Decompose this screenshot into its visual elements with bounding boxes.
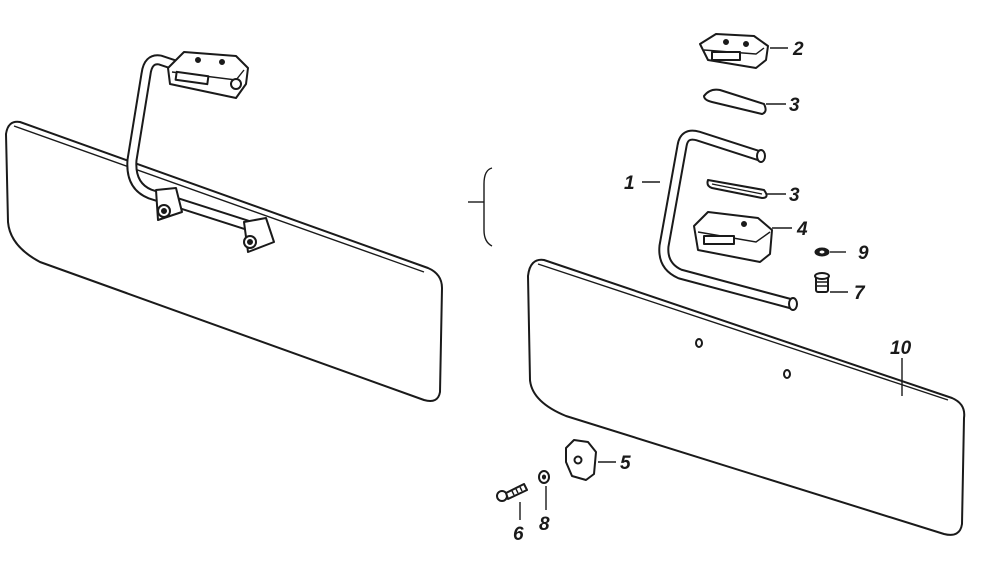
callout-5: 5 [620, 453, 631, 474]
assembly-bracket-mark [468, 167, 493, 247]
mount-hole [783, 369, 791, 379]
clip-part-5 [565, 439, 597, 481]
callout-10: 10 [890, 338, 912, 359]
assembled-mount-bracket [167, 51, 249, 99]
spring-clip-part-3-lower [706, 179, 768, 199]
callout-8: 8 [539, 514, 550, 535]
screw-part-7 [814, 272, 830, 293]
callout-labels: 2 3 3 4 9 7 1 10 5 6 8 [513, 39, 912, 545]
spring-clip-part-3-upper [703, 88, 767, 115]
visor-rod-part-1 [658, 129, 798, 311]
mount-hole [695, 338, 703, 348]
assembled-clip-left [155, 187, 183, 221]
washer-part-8 [538, 470, 550, 484]
callout-4: 4 [796, 219, 808, 240]
visor-board-part-10 [527, 258, 966, 536]
mount-bracket-part-2 [699, 33, 769, 69]
washer-part-9 [814, 247, 830, 257]
pivot-housing-part-4 [693, 211, 773, 263]
assembled-visor-rod [126, 54, 256, 232]
leader-lines [519, 47, 903, 520]
callout-9: 9 [858, 243, 869, 264]
callout-2: 2 [792, 39, 804, 60]
screw-part-6 [496, 483, 528, 502]
callout-6: 6 [513, 524, 524, 545]
callout-3-lower: 3 [789, 185, 800, 206]
callout-1: 1 [624, 173, 635, 194]
callout-7: 7 [854, 283, 866, 304]
assembled-visor [5, 51, 443, 402]
assembled-visor-board [5, 120, 443, 402]
assembled-clip-right [243, 217, 275, 253]
callout-3-upper: 3 [789, 95, 800, 116]
